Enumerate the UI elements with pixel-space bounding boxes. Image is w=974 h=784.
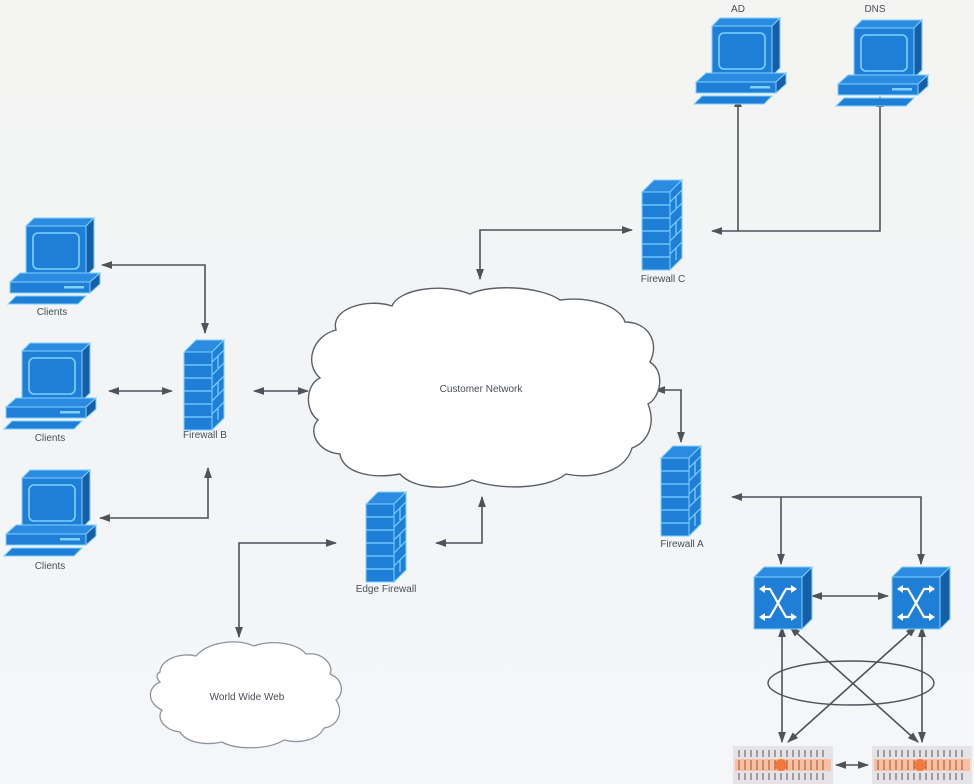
firewall-icon	[365, 491, 407, 583]
node-switch-1[interactable]	[752, 565, 814, 631]
connector-firewall-a-customer-network	[653, 386, 685, 444]
node-edge-firewall[interactable]: Edge Firewall	[356, 491, 417, 595]
node-label: Edge Firewall	[356, 584, 417, 595]
connector-firewall-b-client-1	[100, 261, 209, 335]
connector-edge-firewall-world-wide-web	[235, 539, 338, 639]
connector-firewall-c-dns	[710, 95, 884, 235]
computer-icon	[7, 217, 101, 305]
switch-icon	[890, 565, 952, 631]
node-label: Clients	[37, 307, 68, 318]
cloud-world-wide-web[interactable]: World Wide Web	[149, 641, 342, 749]
computer-icon	[3, 342, 97, 430]
redundancy-loop	[767, 660, 935, 706]
node-client-3[interactable]: Clients	[3, 469, 97, 572]
node-label: Firewall C	[641, 274, 685, 285]
node-firewall-a[interactable]: Firewall A	[660, 445, 704, 550]
computer-icon	[3, 469, 97, 557]
node-ad[interactable]: AD	[693, 4, 787, 105]
node-label: Firewall A	[660, 539, 704, 550]
cloud-label: World Wide Web	[210, 692, 285, 703]
computer-icon	[693, 17, 787, 105]
node-client-2[interactable]: Clients	[3, 342, 97, 444]
node-firewall-c[interactable]: Firewall C	[641, 179, 685, 285]
node-firewall-b[interactable]: Firewall B	[183, 339, 227, 441]
computer-icon	[835, 19, 929, 107]
connector-switch-2-server-1	[787, 626, 917, 743]
node-dns[interactable]: DNS	[835, 4, 929, 107]
connectors	[98, 95, 935, 769]
node-client-1[interactable]: Clients	[7, 217, 101, 318]
firewall-icon	[641, 179, 683, 271]
connector-edge-firewall-customer-network	[434, 495, 486, 547]
server-rack-icon	[871, 745, 973, 784]
connector-switch-1-server-2	[789, 626, 919, 743]
server-rack-icon	[732, 745, 834, 784]
connector-firewall-c-customer-network	[476, 226, 634, 281]
firewall-icon	[660, 445, 702, 537]
node-server-1[interactable]	[732, 745, 834, 784]
node-label: AD	[731, 4, 745, 15]
cloud-customer-network[interactable]: Customer Network	[307, 287, 661, 488]
connector-firewall-b-client-3	[98, 466, 212, 522]
node-server-2[interactable]	[871, 745, 973, 784]
cloud-icon	[149, 641, 342, 749]
node-label: DNS	[864, 4, 885, 15]
node-label: Clients	[35, 561, 66, 572]
node-label: Firewall B	[183, 430, 227, 441]
cloud-icon	[307, 287, 661, 488]
node-switch-2[interactable]	[890, 565, 952, 631]
node-label: Clients	[35, 433, 66, 444]
connector-firewall-a-switch-1	[730, 493, 925, 566]
switch-icon	[752, 565, 814, 631]
cloud-label: Customer Network	[440, 384, 524, 395]
firewall-icon	[183, 339, 225, 431]
